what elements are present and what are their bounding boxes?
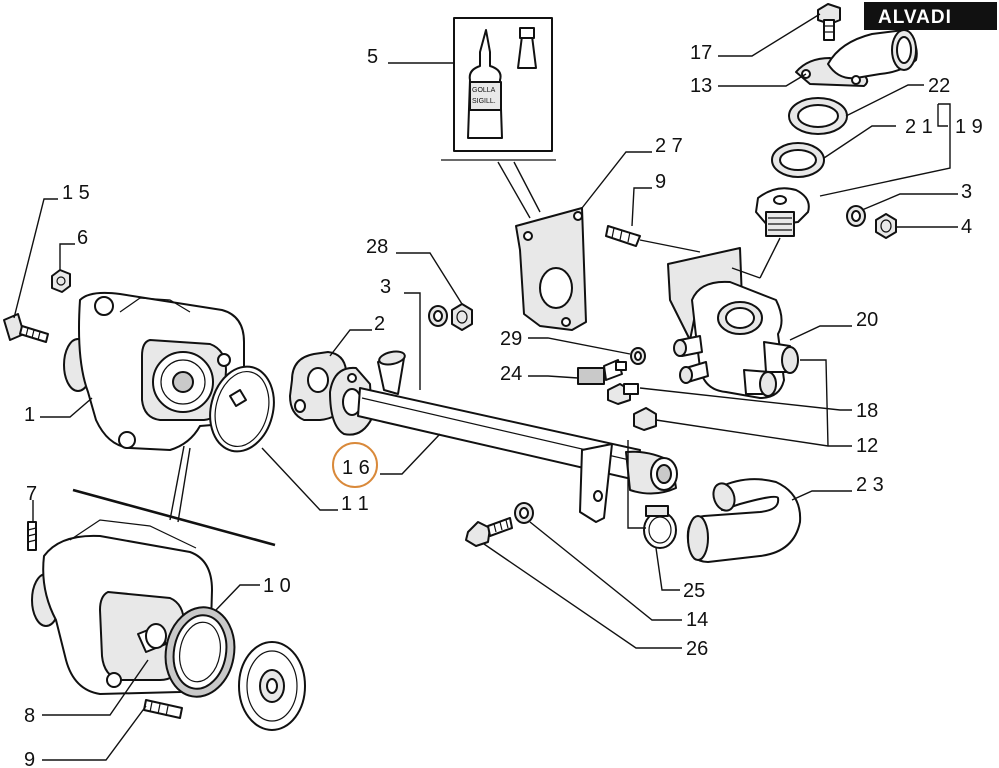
bolt-15 — [3, 313, 49, 343]
callout-20: 20 — [856, 309, 878, 331]
callout-25: 25 — [683, 580, 705, 602]
bolt-17 — [817, 3, 841, 41]
nut-4 — [875, 213, 897, 239]
callout-23: 2 3 — [856, 474, 884, 496]
callout-2: 2 — [374, 313, 385, 335]
callout-9-upper: 9 — [655, 171, 666, 193]
callout-13: 13 — [690, 75, 712, 97]
callout-5: 5 — [367, 46, 378, 68]
washer-3-right — [846, 205, 866, 227]
coolant-pipe-16 — [329, 350, 678, 523]
callout-14: 14 — [686, 609, 708, 631]
washer-29 — [630, 347, 646, 365]
callout-17: 17 — [690, 42, 712, 64]
callout-21: 2 1 — [905, 116, 933, 138]
stud-9-lower — [143, 699, 183, 719]
callout-10: 1 0 — [263, 575, 291, 597]
callout-27: 2 7 — [655, 135, 683, 157]
washer-3-left — [428, 305, 448, 327]
o-ring-21 — [771, 142, 825, 178]
gasket-27 — [515, 207, 587, 331]
callout-15: 1 5 — [62, 182, 90, 204]
callout-1: 1 — [24, 404, 35, 426]
thermostat-housing-20 — [667, 247, 799, 399]
washer-14 — [514, 502, 534, 524]
callout-26: 26 — [686, 638, 708, 660]
callout-3-right: 3 — [961, 181, 972, 203]
temp-sensor-24 — [577, 359, 627, 385]
stud-9-upper — [605, 225, 641, 247]
callout-9-lower: 9 — [24, 749, 35, 768]
callout-18: 18 — [856, 400, 878, 422]
callout-6: 6 — [77, 227, 88, 249]
callout-4: 4 — [961, 216, 972, 238]
o-ring-22 — [788, 97, 848, 135]
callout-7: 7 — [26, 483, 37, 505]
thermostat — [755, 187, 810, 237]
bolt-26 — [465, 517, 513, 547]
callout-28: 28 — [366, 236, 388, 258]
sealant-label-1: GOLLA — [472, 87, 496, 94]
hose-23 — [686, 478, 802, 563]
nut-28 — [451, 303, 473, 331]
sensor-18 — [607, 383, 639, 405]
sealant-kit: GOLLA SIGILL. — [441, 17, 556, 219]
pulley — [238, 641, 306, 731]
callout-19: 1 9 — [955, 116, 983, 138]
callout-22: 22 — [928, 75, 950, 97]
callout-16: 1 6 — [342, 457, 370, 479]
plug-12 — [633, 407, 657, 431]
callout-24: 24 — [500, 363, 522, 385]
sealant-label-2: SIGILL. — [472, 98, 496, 105]
highlight-circle-16 — [332, 442, 378, 488]
callout-11: 1 1 — [341, 493, 369, 515]
water-pump — [63, 291, 245, 451]
callout-12: 12 — [856, 435, 878, 457]
brand-badge: ALVADI — [864, 2, 997, 30]
callout-3-left: 3 — [380, 276, 391, 298]
nut-6 — [51, 269, 71, 293]
outlet-elbow-13 — [795, 29, 918, 87]
callout-29: 29 — [500, 328, 522, 350]
callout-8: 8 — [24, 705, 35, 727]
seal-10 — [164, 606, 236, 698]
o-ring-11 — [209, 365, 275, 453]
clamp-25 — [643, 505, 677, 549]
brand-text: ALVADI — [878, 7, 952, 28]
stud-7 — [27, 521, 37, 551]
